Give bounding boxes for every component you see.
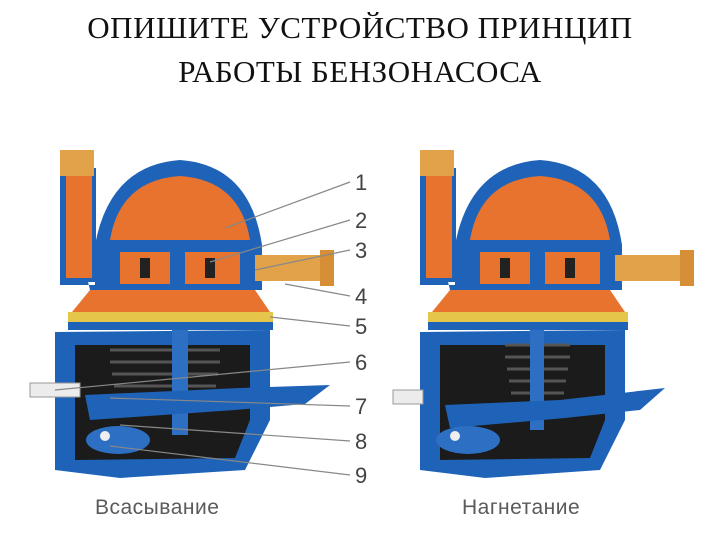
right-pump-illustration xyxy=(392,150,694,478)
callout-6: 6 xyxy=(355,350,368,375)
callout-3: 3 xyxy=(355,238,368,263)
callout-7: 7 xyxy=(355,394,368,419)
slide-title: ОПИШИТЕ УСТРОЙСТВО ПРИНЦИП РАБОТЫ БЕНЗОН… xyxy=(0,6,720,94)
callout-8: 8 xyxy=(355,429,368,454)
callout-4: 4 xyxy=(355,284,368,309)
callout-2: 2 xyxy=(355,208,368,233)
left-caption: Всасывание xyxy=(95,496,220,519)
callout-1: 1 xyxy=(355,170,368,195)
callout-5: 5 xyxy=(355,314,368,339)
right-caption: Нагнетание xyxy=(462,496,581,519)
callout-leader-lines xyxy=(54,181,351,476)
title-line-2: РАБОТЫ БЕНЗОНАСОСА xyxy=(178,54,542,89)
callout-9: 9 xyxy=(355,463,368,488)
left-pump-illustration xyxy=(29,150,334,478)
title-line-1: ОПИШИТЕ УСТРОЙСТВО ПРИНЦИП xyxy=(87,10,633,45)
